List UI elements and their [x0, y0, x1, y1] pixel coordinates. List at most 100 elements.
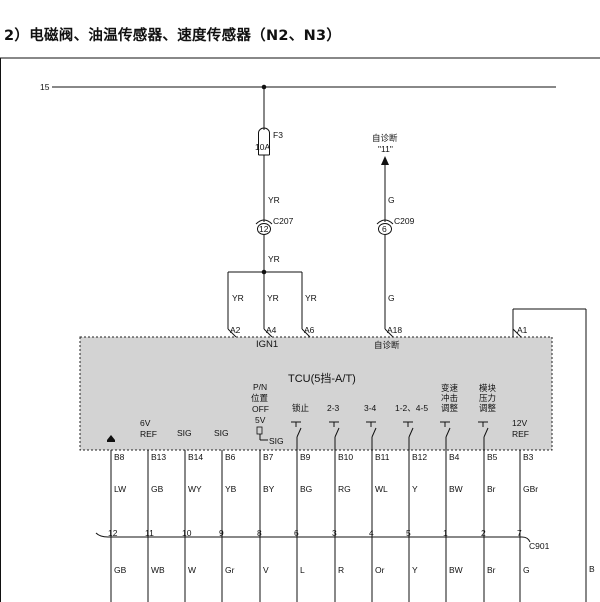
- fuse-rating: 10A: [255, 142, 270, 152]
- c901-wire-color-2: Br: [487, 565, 496, 575]
- pin-b13-func-1: REF: [140, 429, 157, 439]
- tcu-module: IGN1 自诊断 TCU(5挡-A/T) P/N 位置 OFF 5V SIG 6…: [79, 336, 553, 451]
- pn-label-1: P/N: [253, 382, 267, 392]
- diag-wire-color: G: [388, 195, 395, 205]
- connector-c209-icon: [376, 219, 394, 225]
- pin-b4-wire-color: BW: [449, 484, 463, 494]
- pin-b10-wire-color: RG: [338, 484, 351, 494]
- tcu-ign-label: IGN1: [256, 339, 278, 350]
- wire-color-a6: YR: [305, 293, 317, 303]
- pin-b3-func-1: REF: [512, 429, 529, 439]
- c901-name: C901: [529, 541, 550, 551]
- pin-b14-label: B14: [188, 452, 203, 462]
- c901-bracket: [95, 532, 531, 543]
- c209-name: C209: [394, 216, 415, 226]
- pin-b7-label: B7: [263, 452, 274, 462]
- tcu-title: TCU(5挡-A/T): [288, 371, 356, 385]
- diag-wire-color-2: G: [388, 293, 395, 303]
- c901-wire-color-7: G: [523, 565, 530, 575]
- pin-b13-func-0: 6V: [140, 418, 151, 428]
- c901-pin-6: 6: [294, 528, 299, 538]
- pin-b3-func-0: 12V: [512, 418, 527, 428]
- pin-a18: A18: [387, 325, 402, 335]
- pin-b5-func-0: 模块: [479, 383, 497, 393]
- diagram-frame: [0, 57, 600, 602]
- pin-a1: A1: [517, 325, 528, 335]
- pin-b12-label: B12: [412, 452, 427, 462]
- fuse-icon: [258, 127, 270, 134]
- c901-pin-9: 9: [219, 528, 224, 538]
- wire-color-yr-2: YR: [268, 254, 280, 264]
- diagram-title: 2）电磁阀、油温传感器、速度传感器（N2、N3）: [4, 28, 342, 44]
- pin-b13-wire-color: GB: [151, 484, 164, 494]
- pin-b12-wire-color: Y: [412, 484, 418, 494]
- wire-color-yr-1: YR: [268, 195, 280, 205]
- pin-a4: A4: [266, 325, 277, 335]
- tcu-diag-label: 自诊断: [374, 340, 400, 350]
- c901-wire-color-3: R: [338, 565, 344, 575]
- pin-b14-wire-color: WY: [188, 484, 202, 494]
- c901-wire-color-5: Y: [412, 565, 418, 575]
- c901-pin-7: 7: [517, 528, 522, 538]
- c901-wire-color-4: Or: [375, 565, 385, 575]
- power-bus-15: 15: [40, 82, 556, 92]
- fuse-name: F3: [273, 130, 283, 140]
- ground-icon: [107, 435, 115, 440]
- pin-b13-label: B13: [151, 452, 166, 462]
- wire-color-a4: YR: [267, 293, 279, 303]
- pin-b9-label: B9: [300, 452, 311, 462]
- pn-label-2: 位置: [251, 393, 269, 403]
- pin-a2: A2: [230, 325, 241, 335]
- c901-wire-color-9: Gr: [225, 565, 235, 575]
- a1-branch: A1 B: [512, 308, 595, 602]
- pin-b11-func-0: 3-4: [364, 403, 377, 413]
- pin-b10-label: B10: [338, 452, 353, 462]
- pin-b9-wire-color: BG: [300, 484, 312, 494]
- pin-b5-wire-color: Br: [487, 484, 496, 494]
- pin-b4-func-2: 调整: [441, 403, 459, 413]
- pin-b11-label: B11: [375, 452, 390, 462]
- bus-label: 15: [40, 82, 50, 92]
- c901-wire-color-1: BW: [449, 565, 463, 575]
- c901-pin-8: 8: [257, 528, 262, 538]
- pin-b5-func-1: 压力: [479, 393, 496, 403]
- pin-b5-func-2: 调整: [479, 403, 497, 413]
- pin-b14-func-0: SIG: [177, 428, 192, 438]
- c901-wire-color-11: WB: [151, 565, 165, 575]
- pin-b3-wire-color: GBr: [523, 484, 538, 494]
- c901-wire-color-10: W: [188, 565, 196, 575]
- pin-b6-label: B6: [225, 452, 236, 462]
- c901-pin-1: 1: [443, 528, 448, 538]
- pin-b8-wire-color: LW: [114, 484, 126, 494]
- wire-color-a2: YR: [232, 293, 244, 303]
- c901-wire-color-12: GB: [114, 565, 127, 575]
- pin-b4-label: B4: [449, 452, 460, 462]
- pin-b9-func-0: 锁止: [292, 403, 310, 413]
- c901-pin-12: 12: [108, 528, 118, 538]
- pin-b4-func-1: 冲击: [441, 393, 458, 403]
- c901-pin-2: 2: [481, 528, 486, 538]
- c901-pin-5: 5: [406, 528, 411, 538]
- bottom-harness: C901 B8LW12GBB13GB11WBB14WY10WB6YB9GrB7B…: [95, 450, 550, 602]
- sig-label: SIG: [269, 436, 284, 446]
- c207-name: C207: [273, 216, 294, 226]
- pin-b6-func-0: SIG: [214, 428, 229, 438]
- pin-b5-label: B5: [487, 452, 498, 462]
- c209-pin: 6: [382, 224, 387, 234]
- arrow-up-icon: [381, 156, 389, 165]
- diag-label-2: "11": [378, 144, 393, 154]
- pn-label-3: OFF: [252, 404, 269, 414]
- pin-b11-wire-color: WL: [375, 484, 388, 494]
- c901-pin-10: 10: [182, 528, 192, 538]
- diag-label-1: 自诊断: [372, 133, 398, 143]
- c207-pin: 12: [259, 224, 269, 234]
- pin-b4-func-0: 变速: [441, 383, 459, 393]
- supply-branch: F3 10A YR 12 C207 YR YR YR YR A2 A4 A6: [227, 87, 317, 338]
- c901-pin-3: 3: [332, 528, 337, 538]
- pin-b10-func-0: 2-3: [327, 403, 340, 413]
- pin-b8-label: B8: [114, 452, 125, 462]
- c901-wire-color-8: V: [263, 565, 269, 575]
- pin-b6-wire-color: YB: [225, 484, 237, 494]
